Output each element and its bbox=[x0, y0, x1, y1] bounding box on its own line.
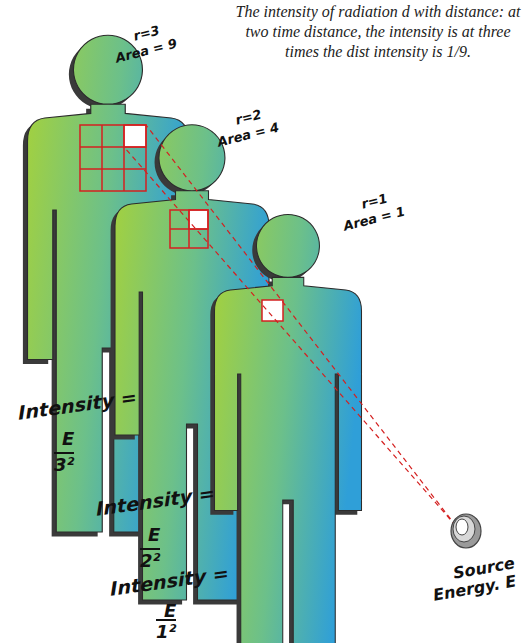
fraction-numerator: E bbox=[148, 526, 160, 544]
area-grid bbox=[80, 125, 146, 191]
caption-note: The intensity of radiation d with distan… bbox=[232, 2, 524, 62]
fraction-numerator: E bbox=[164, 602, 176, 620]
radius-label: r=3 bbox=[132, 24, 161, 43]
radius-label: r=1 bbox=[360, 192, 389, 211]
radiation-source bbox=[451, 514, 481, 548]
fraction-denominator: 3² bbox=[54, 452, 74, 474]
radius-label: r=2 bbox=[234, 108, 263, 127]
area-grid bbox=[170, 210, 208, 248]
fraction-numerator: E bbox=[62, 430, 74, 448]
ray-lines bbox=[124, 125, 456, 526]
source-energy-label: Energy. E bbox=[432, 573, 518, 603]
area-square bbox=[262, 300, 283, 321]
area-label: Area = 1 bbox=[342, 205, 406, 233]
fraction-denominator: 1² bbox=[156, 619, 176, 641]
human-figure bbox=[210, 214, 361, 643]
area-label: Area = 4 bbox=[216, 121, 280, 149]
fraction-denominator: 2² bbox=[140, 548, 160, 570]
